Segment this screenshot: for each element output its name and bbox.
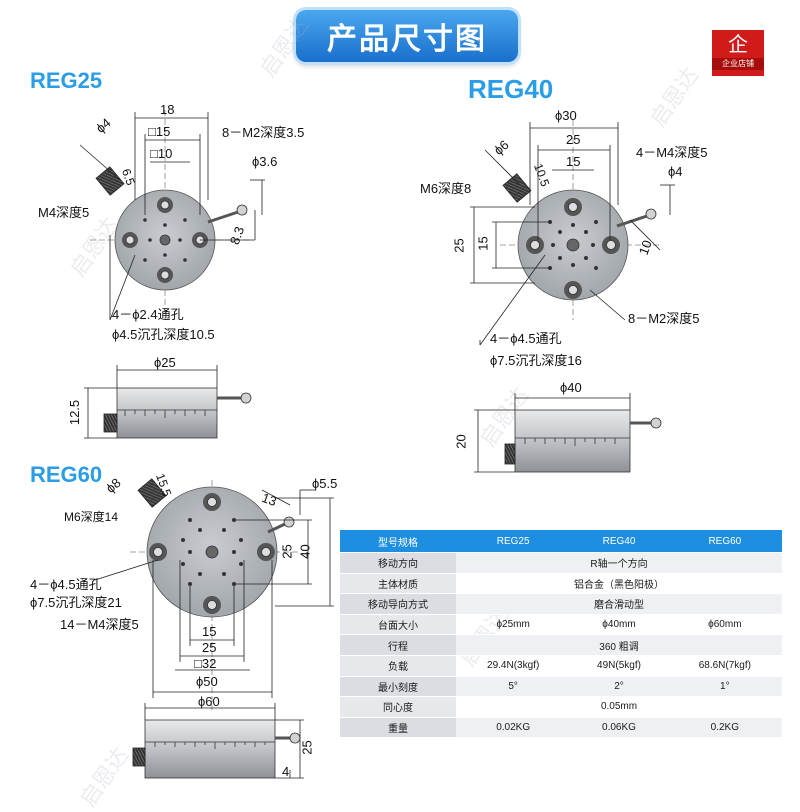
spec-cell: ϕ25mm bbox=[456, 614, 571, 636]
spec-row-label: 重量 bbox=[340, 717, 456, 739]
reg40-dim-phi40: ϕ40 bbox=[560, 380, 582, 395]
spec-cell: 0.02KG bbox=[456, 717, 571, 739]
spec-cell: 2° bbox=[570, 676, 668, 698]
reg25-dim-phi25: ϕ25 bbox=[154, 355, 176, 370]
reg60-dim-4: 4 bbox=[282, 764, 290, 779]
reg40-dim-m6: M6深度8 bbox=[420, 181, 472, 196]
spec-cell: R轴一个方向 bbox=[456, 552, 782, 574]
reg25-dim-m2: 8－M2深度3.5 bbox=[222, 125, 305, 140]
spec-row-label: 同心度 bbox=[340, 696, 456, 718]
page-title-banner: 产品尺寸图 bbox=[296, 10, 518, 62]
spec-row-label: 主体材质 bbox=[340, 573, 456, 595]
reg40-top-view bbox=[470, 120, 675, 346]
enterprise-icon: 企 bbox=[728, 32, 748, 56]
reg60-top-view bbox=[94, 478, 334, 710]
reg60-dim-phi50: ϕ50 bbox=[196, 674, 218, 689]
table-row: 台面大小 ϕ25mm ϕ40mm ϕ60mm bbox=[340, 614, 782, 636]
spec-cell: 0.05mm bbox=[456, 696, 782, 718]
reg60-dim-v25: 25 bbox=[279, 544, 295, 559]
spec-row-label: 移动方向 bbox=[340, 552, 456, 574]
reg25-dim-15-value: 15 bbox=[155, 124, 171, 139]
reg60-dim-25-height: 25 bbox=[299, 740, 315, 755]
reg40-sink-note: ϕ7.5沉孔深度16 bbox=[490, 353, 582, 368]
table-row: 负载 29.4N(3kgf) 49N(5kgf) 68.6N(7kgf) bbox=[340, 655, 782, 677]
reg60-dim-25: 25 bbox=[202, 640, 217, 655]
reg25-sink-note: ϕ4.5沉孔深度10.5 bbox=[112, 327, 215, 342]
spec-cell: 5° bbox=[456, 676, 571, 698]
reg60-side-view bbox=[132, 703, 304, 779]
table-row: 主体材质 铝合金（黑色阳极） bbox=[340, 573, 782, 595]
spec-table: 型号规格 REG25 REG40 REG60 移动方向 R轴一个方向 主体材质 … bbox=[340, 530, 782, 739]
spec-header-cell: REG40 bbox=[570, 530, 668, 553]
spec-row-label: 移动导向方式 bbox=[340, 593, 456, 615]
reg60-sink-note: ϕ7.5沉孔深度21 bbox=[30, 595, 122, 610]
reg25-dim-15: □15 bbox=[148, 124, 171, 139]
spec-row-label: 行程 bbox=[340, 634, 456, 656]
reg25-dim-10-value: 10 bbox=[157, 146, 173, 161]
spec-header-cell: REG25 bbox=[456, 530, 571, 553]
reg60-dim-phi60: ϕ60 bbox=[198, 694, 220, 709]
reg25-side-view bbox=[84, 365, 252, 439]
spec-cell: 68.6N(7kgf) bbox=[667, 655, 782, 677]
reg25-model-label: REG25 bbox=[30, 68, 103, 93]
spec-cell: 磨合滑动型 bbox=[456, 593, 782, 615]
spec-header-cell: REG60 bbox=[667, 530, 782, 553]
reg25-dim-10: □10 bbox=[150, 146, 173, 161]
page-title: 产品尺寸图 bbox=[327, 22, 487, 57]
table-row: 移动导向方式 磨合滑动型 bbox=[340, 593, 782, 615]
reg40-dim-m2: 8－M2深度5 bbox=[628, 311, 700, 326]
reg25-dim-phi3-6: ϕ3.6 bbox=[252, 154, 278, 169]
spec-row-label: 负载 bbox=[340, 655, 456, 677]
table-row: 行程 360 粗调 bbox=[340, 634, 782, 656]
reg40-hole-note: 4－ϕ4.5通孔 bbox=[490, 331, 562, 346]
table-row: 移动方向 R轴一个方向 bbox=[340, 552, 782, 574]
spec-cell: 29.4N(3kgf) bbox=[456, 655, 571, 677]
reg25-dim-18: 18 bbox=[160, 102, 175, 117]
spec-header-cell: 型号规格 bbox=[340, 530, 456, 553]
reg60-dim-v40: 40 bbox=[297, 544, 313, 559]
spec-cell: 0.2KG bbox=[667, 717, 782, 739]
table-row: 最小刻度 5° 2° 1° bbox=[340, 676, 782, 698]
reg40-dim-phi4: ϕ4 bbox=[668, 164, 683, 179]
spec-cell: 0.06KG bbox=[570, 717, 668, 739]
reg60-dim-15: 15 bbox=[202, 624, 217, 639]
reg40-dim-20: 20 bbox=[453, 434, 469, 449]
reg40-dim-v25: 25 bbox=[451, 238, 467, 253]
spec-cell: 360 粗调 bbox=[456, 634, 782, 656]
badge-label: 企业店铺 bbox=[712, 58, 764, 70]
spec-cell: 49N(5kgf) bbox=[570, 655, 668, 677]
reg60-dim-m6: M6深度14 bbox=[64, 510, 119, 524]
spec-row-label: 最小刻度 bbox=[340, 676, 456, 698]
reg60-dim-m4: 14－M4深度5 bbox=[60, 617, 139, 632]
reg25-top-view bbox=[79, 110, 265, 321]
reg40-dim-m4: 4－M4深度5 bbox=[636, 145, 708, 160]
reg40-dim-25: 25 bbox=[566, 132, 581, 147]
reg40-dim-15: 15 bbox=[566, 154, 581, 169]
reg60-model-label: REG60 bbox=[30, 462, 103, 487]
spec-cell: 1° bbox=[667, 676, 782, 698]
spec-cell: 铝合金（黑色阳极） bbox=[456, 573, 782, 595]
reg60-dim-32-value: 32 bbox=[201, 656, 217, 671]
reg25-hole-note: 4－ϕ2.4通孔 bbox=[112, 307, 184, 322]
spec-cell: ϕ60mm bbox=[667, 614, 782, 636]
reg40-model-label: REG40 bbox=[468, 74, 554, 104]
enterprise-store-badge[interactable]: 企 企业店铺 bbox=[712, 30, 764, 76]
reg60-hole-note: 4－ϕ4.5通孔 bbox=[30, 577, 102, 592]
table-row: 同心度 0.05mm bbox=[340, 696, 782, 718]
reg40-side-view bbox=[474, 393, 662, 473]
table-row: 重量 0.02KG 0.06KG 0.2KG bbox=[340, 717, 782, 739]
reg40-dim-phi30: ϕ30 bbox=[555, 108, 577, 123]
reg25-dim-12-5: 12.5 bbox=[67, 399, 83, 426]
reg60-dim-phi5-5: ϕ5.5 bbox=[312, 476, 338, 491]
reg40-dim-v15: 15 bbox=[475, 236, 491, 251]
reg25-dim-m4: M4深度5 bbox=[38, 205, 90, 220]
spec-table-header: 型号规格 REG25 REG40 REG60 bbox=[340, 530, 782, 553]
spec-cell: ϕ40mm bbox=[570, 614, 668, 636]
reg60-dim-32: □32 bbox=[194, 656, 217, 671]
spec-row-label: 台面大小 bbox=[340, 614, 456, 636]
